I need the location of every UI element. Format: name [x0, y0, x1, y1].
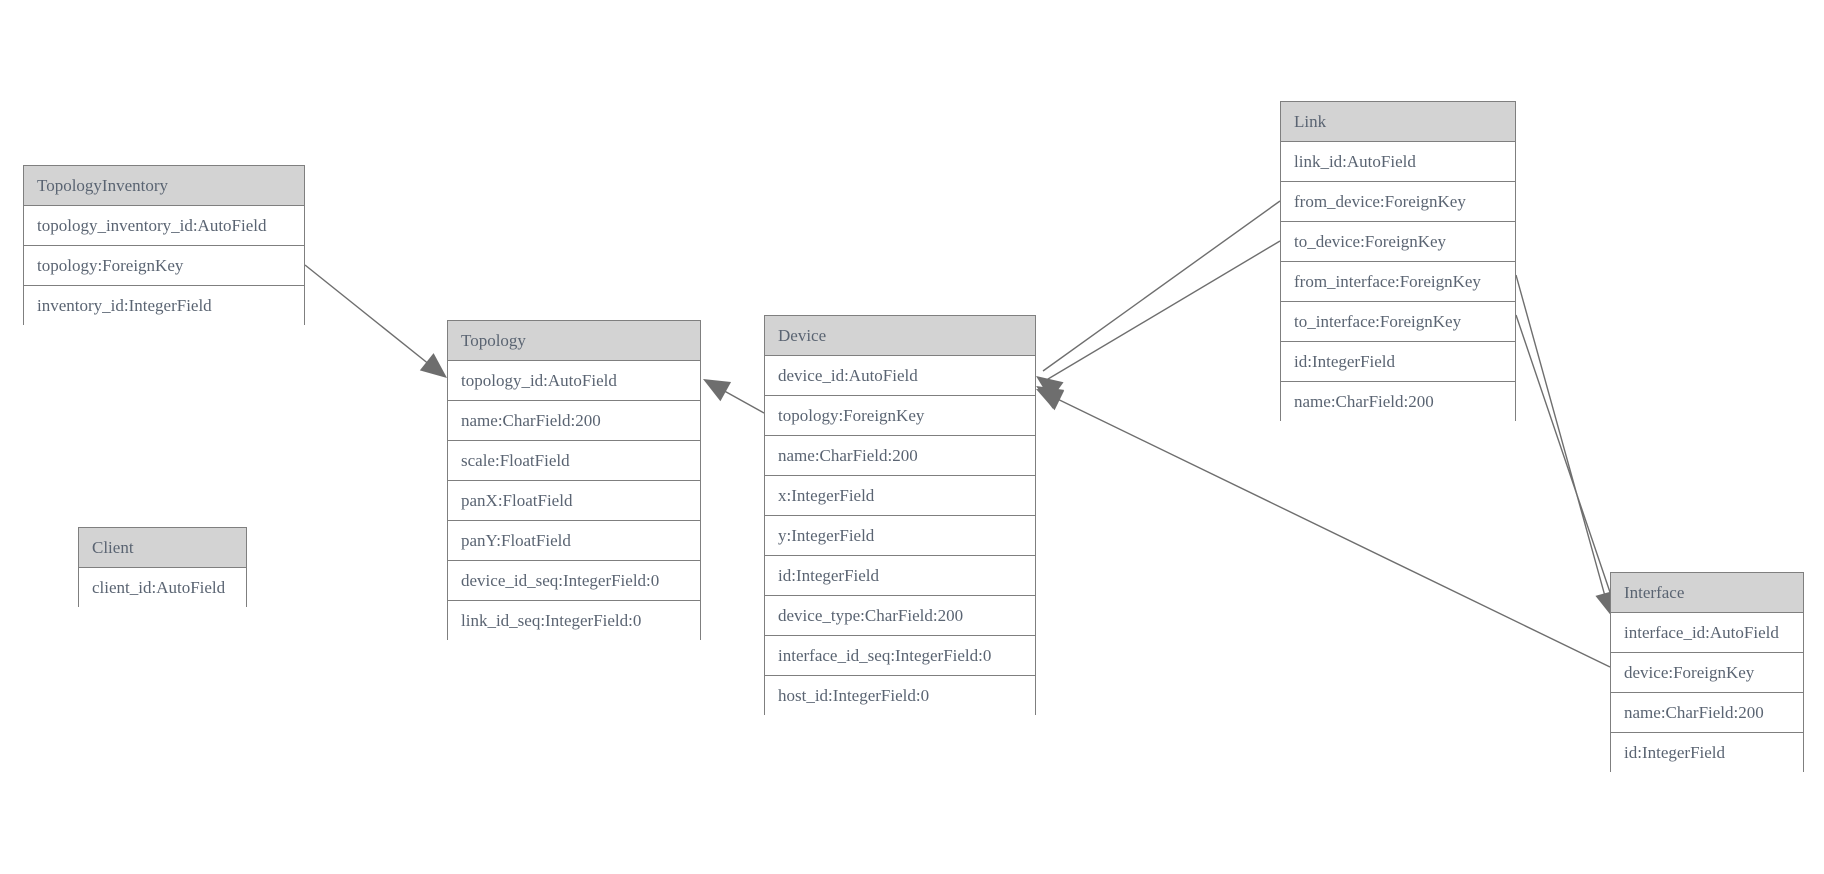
entity-field-row[interactable]: y:IntegerField — [765, 516, 1035, 556]
entity-title-client: Client — [79, 528, 246, 568]
entity-field-row[interactable]: name:CharField:200 — [1611, 693, 1803, 733]
relationship-line-link-from-interface — [1515, 274, 1609, 608]
entity-field-row[interactable]: from_device:ForeignKey — [1281, 182, 1515, 222]
entity-field-row[interactable]: name:CharField:200 — [1281, 382, 1515, 422]
entity-field-row[interactable]: inventory_id:IntegerField — [24, 286, 304, 326]
entity-field-row[interactable]: topology_inventory_id:AutoField — [24, 206, 304, 246]
relationship-arrowhead-interface-device — [1036, 389, 1065, 411]
entity-field-row[interactable]: to_interface:ForeignKey — [1281, 302, 1515, 342]
entity-field-row[interactable]: id:IntegerField — [1611, 733, 1803, 773]
entity-field-row[interactable]: name:CharField:200 — [765, 436, 1035, 476]
entity-field-row[interactable]: topology:ForeignKey — [24, 246, 304, 286]
entity-title-topology: Topology — [448, 321, 700, 361]
entity-field-row[interactable]: name:CharField:200 — [448, 401, 700, 441]
relationship-line-topologyinventory-topology — [304, 264, 441, 374]
relationship-line-link-to-interface — [1515, 314, 1616, 608]
entity-field-row[interactable]: device_id_seq:IntegerField:0 — [448, 561, 700, 601]
entity-field-row[interactable]: host_id:IntegerField:0 — [765, 676, 1035, 716]
entity-field-row[interactable]: device_type:CharField:200 — [765, 596, 1035, 636]
entity-field-row[interactable]: interface_id_seq:IntegerField:0 — [765, 636, 1035, 676]
entity-field-row[interactable]: client_id:AutoField — [79, 568, 246, 608]
entity-field-row[interactable]: interface_id:AutoField — [1611, 613, 1803, 653]
relationship-line-link-from-device — [1042, 200, 1281, 372]
entity-field-row[interactable]: device_id:AutoField — [765, 356, 1035, 396]
entity-field-row[interactable]: scale:FloatField — [448, 441, 700, 481]
entity-field-row[interactable]: id:IntegerField — [1281, 342, 1515, 382]
entity-field-row[interactable]: panX:FloatField — [448, 481, 700, 521]
relationship-line-link-to-device — [1042, 240, 1281, 383]
entity-field-row[interactable]: from_interface:ForeignKey — [1281, 262, 1515, 302]
entity-field-row[interactable]: topology_id:AutoField — [448, 361, 700, 401]
entity-field-row[interactable]: panY:FloatField — [448, 521, 700, 561]
entity-field-row[interactable]: id:IntegerField — [765, 556, 1035, 596]
entity-title-link: Link — [1281, 102, 1515, 142]
entity-title-device: Device — [765, 316, 1035, 356]
entity-fields-client: client_id:AutoField — [79, 568, 246, 608]
entity-title-interface: Interface — [1611, 573, 1803, 613]
relationship-arrowhead-device-topology — [703, 379, 732, 402]
entity-field-row[interactable]: x:IntegerField — [765, 476, 1035, 516]
entity-field-row[interactable]: topology:ForeignKey — [765, 396, 1035, 436]
entity-field-row[interactable]: to_device:ForeignKey — [1281, 222, 1515, 262]
entity-field-row[interactable]: device:ForeignKey — [1611, 653, 1803, 693]
entity-field-row[interactable]: link_id:AutoField — [1281, 142, 1515, 182]
entity-field-row[interactable]: link_id_seq:IntegerField:0 — [448, 601, 700, 641]
relationship-line-device-topology — [709, 382, 765, 414]
entity-title-topology_inventory: TopologyInventory — [24, 166, 304, 206]
relationship-line-interface-device — [1042, 391, 1611, 668]
